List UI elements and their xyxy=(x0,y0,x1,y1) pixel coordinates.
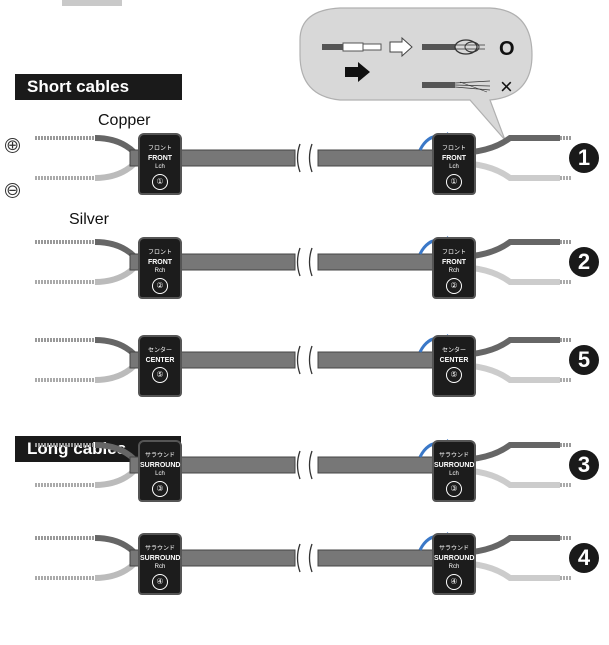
tag-name: SURROUND xyxy=(140,462,181,469)
tag-ch: Lch xyxy=(155,164,165,170)
silver-label: Silver xyxy=(69,211,110,228)
break-mark xyxy=(308,543,313,573)
cable-drawing xyxy=(35,334,572,383)
cable-label-tag-right: サラウンド SURROUND Lch ③ xyxy=(432,440,476,502)
tag-jp: フロント xyxy=(441,146,466,152)
cable-label-tag-left: フロント FRONT Lch ① xyxy=(138,133,182,195)
tag-jp: センター xyxy=(441,348,466,354)
tag-ch: Rch xyxy=(448,268,460,274)
stripped-wire-icon xyxy=(322,42,382,52)
tag-name: SURROUND xyxy=(140,555,181,562)
tag-circ: ④ xyxy=(152,574,168,590)
cable-drawing xyxy=(35,439,572,488)
break-mark xyxy=(296,345,301,375)
cable-row-2: フロント FRONT Rch ② フロント FRONT Rch ② 2 xyxy=(0,222,609,312)
step-number-badge: 2 xyxy=(569,247,599,277)
cable-row-1: フロント FRONT Lch ① フロント FRONT Lch ① 1 xyxy=(0,118,609,208)
copper-label: Copper xyxy=(98,112,151,129)
minus-terminal-icon: ⊖ xyxy=(5,182,20,199)
step-number-badge: 3 xyxy=(569,450,599,480)
tag-circ: ⑤ xyxy=(446,367,462,383)
tag-jp: サラウンド xyxy=(438,453,469,459)
tag-name: SURROUND xyxy=(434,555,475,562)
step-number-badge: 5 xyxy=(569,345,599,375)
arrow-right-solid-icon xyxy=(345,62,370,82)
tag-jp: センター xyxy=(147,348,172,354)
tag-jp: サラウンド xyxy=(438,546,469,552)
twisted-wire-icon xyxy=(422,39,485,55)
tag-name: FRONT xyxy=(147,259,173,266)
tag-circ: ② xyxy=(152,278,168,294)
tag-ch: Lch xyxy=(449,164,459,170)
cable-label-tag-right: センター CENTER ⑤ xyxy=(432,335,476,397)
cable-row-5: センター CENTER ⑤ センター CENTER ⑤ 5 xyxy=(0,320,609,410)
break-mark xyxy=(296,450,301,480)
cable-label-tag-right: フロント FRONT Lch ① xyxy=(432,133,476,195)
twist-instruction-callout: O × xyxy=(299,7,533,141)
plus-terminal-icon: ⊕ xyxy=(5,137,20,154)
tag-jp: サラウンド xyxy=(144,546,175,552)
tag-jp: フロント xyxy=(147,250,172,256)
tag-ch: Rch xyxy=(154,268,166,274)
cable-row-3: サラウンド SURROUND Lch ③ サラウンド SURROUND Lch ③ 3 xyxy=(0,425,609,515)
short-cables-header: Short cables xyxy=(15,74,182,100)
cable-label-tag-left: フロント FRONT Rch ② xyxy=(138,237,182,299)
tag-name: FRONT xyxy=(441,259,467,266)
tag-ch: Rch xyxy=(154,564,166,570)
break-mark xyxy=(308,143,313,173)
cable-label-tag-left: サラウンド SURROUND Rch ④ xyxy=(138,533,182,595)
cable-drawing xyxy=(35,132,572,181)
tag-ch: Lch xyxy=(155,471,165,477)
tag-name: FRONT xyxy=(147,155,173,162)
incorrect-mark: × xyxy=(500,74,513,99)
tag-jp: フロント xyxy=(441,250,466,256)
tag-ch: Lch xyxy=(449,471,459,477)
cable-row-4: サラウンド SURROUND Rch ④ サラウンド SURROUND Rch ④ 4 xyxy=(0,518,609,608)
break-mark xyxy=(308,247,313,277)
tag-circ: ③ xyxy=(446,481,462,497)
tag-circ: ⑤ xyxy=(152,367,168,383)
tag-name: CENTER xyxy=(439,357,469,364)
tag-circ: ④ xyxy=(446,574,462,590)
tag-jp: フロント xyxy=(147,146,172,152)
tag-jp: サラウンド xyxy=(144,453,175,459)
tag-name: FRONT xyxy=(441,155,467,162)
cable-drawing xyxy=(35,532,572,581)
tag-name: CENTER xyxy=(145,357,175,364)
break-mark xyxy=(296,543,301,573)
cable-drawing xyxy=(35,236,572,285)
tag-circ: ① xyxy=(152,174,168,190)
tag-circ: ② xyxy=(446,278,462,294)
step-number-badge: 1 xyxy=(569,143,599,173)
break-mark xyxy=(296,143,301,173)
tag-circ: ③ xyxy=(152,481,168,497)
break-mark xyxy=(296,247,301,277)
tag-circ: ① xyxy=(446,174,462,190)
tag-ch: Rch xyxy=(448,564,460,570)
cable-label-tag-left: サラウンド SURROUND Lch ③ xyxy=(138,440,182,502)
cable-label-tag-right: フロント FRONT Rch ② xyxy=(432,237,476,299)
arrow-right-outline-icon xyxy=(389,36,413,58)
top-fragment xyxy=(62,0,122,6)
cable-label-tag-right: サラウンド SURROUND Rch ④ xyxy=(432,533,476,595)
break-mark xyxy=(308,345,313,375)
break-mark xyxy=(308,450,313,480)
cable-label-tag-left: センター CENTER ⑤ xyxy=(138,335,182,397)
correct-mark: O xyxy=(499,38,515,60)
step-number-badge: 4 xyxy=(569,543,599,573)
tag-name: SURROUND xyxy=(434,462,475,469)
frayed-wire-icon xyxy=(422,80,491,93)
